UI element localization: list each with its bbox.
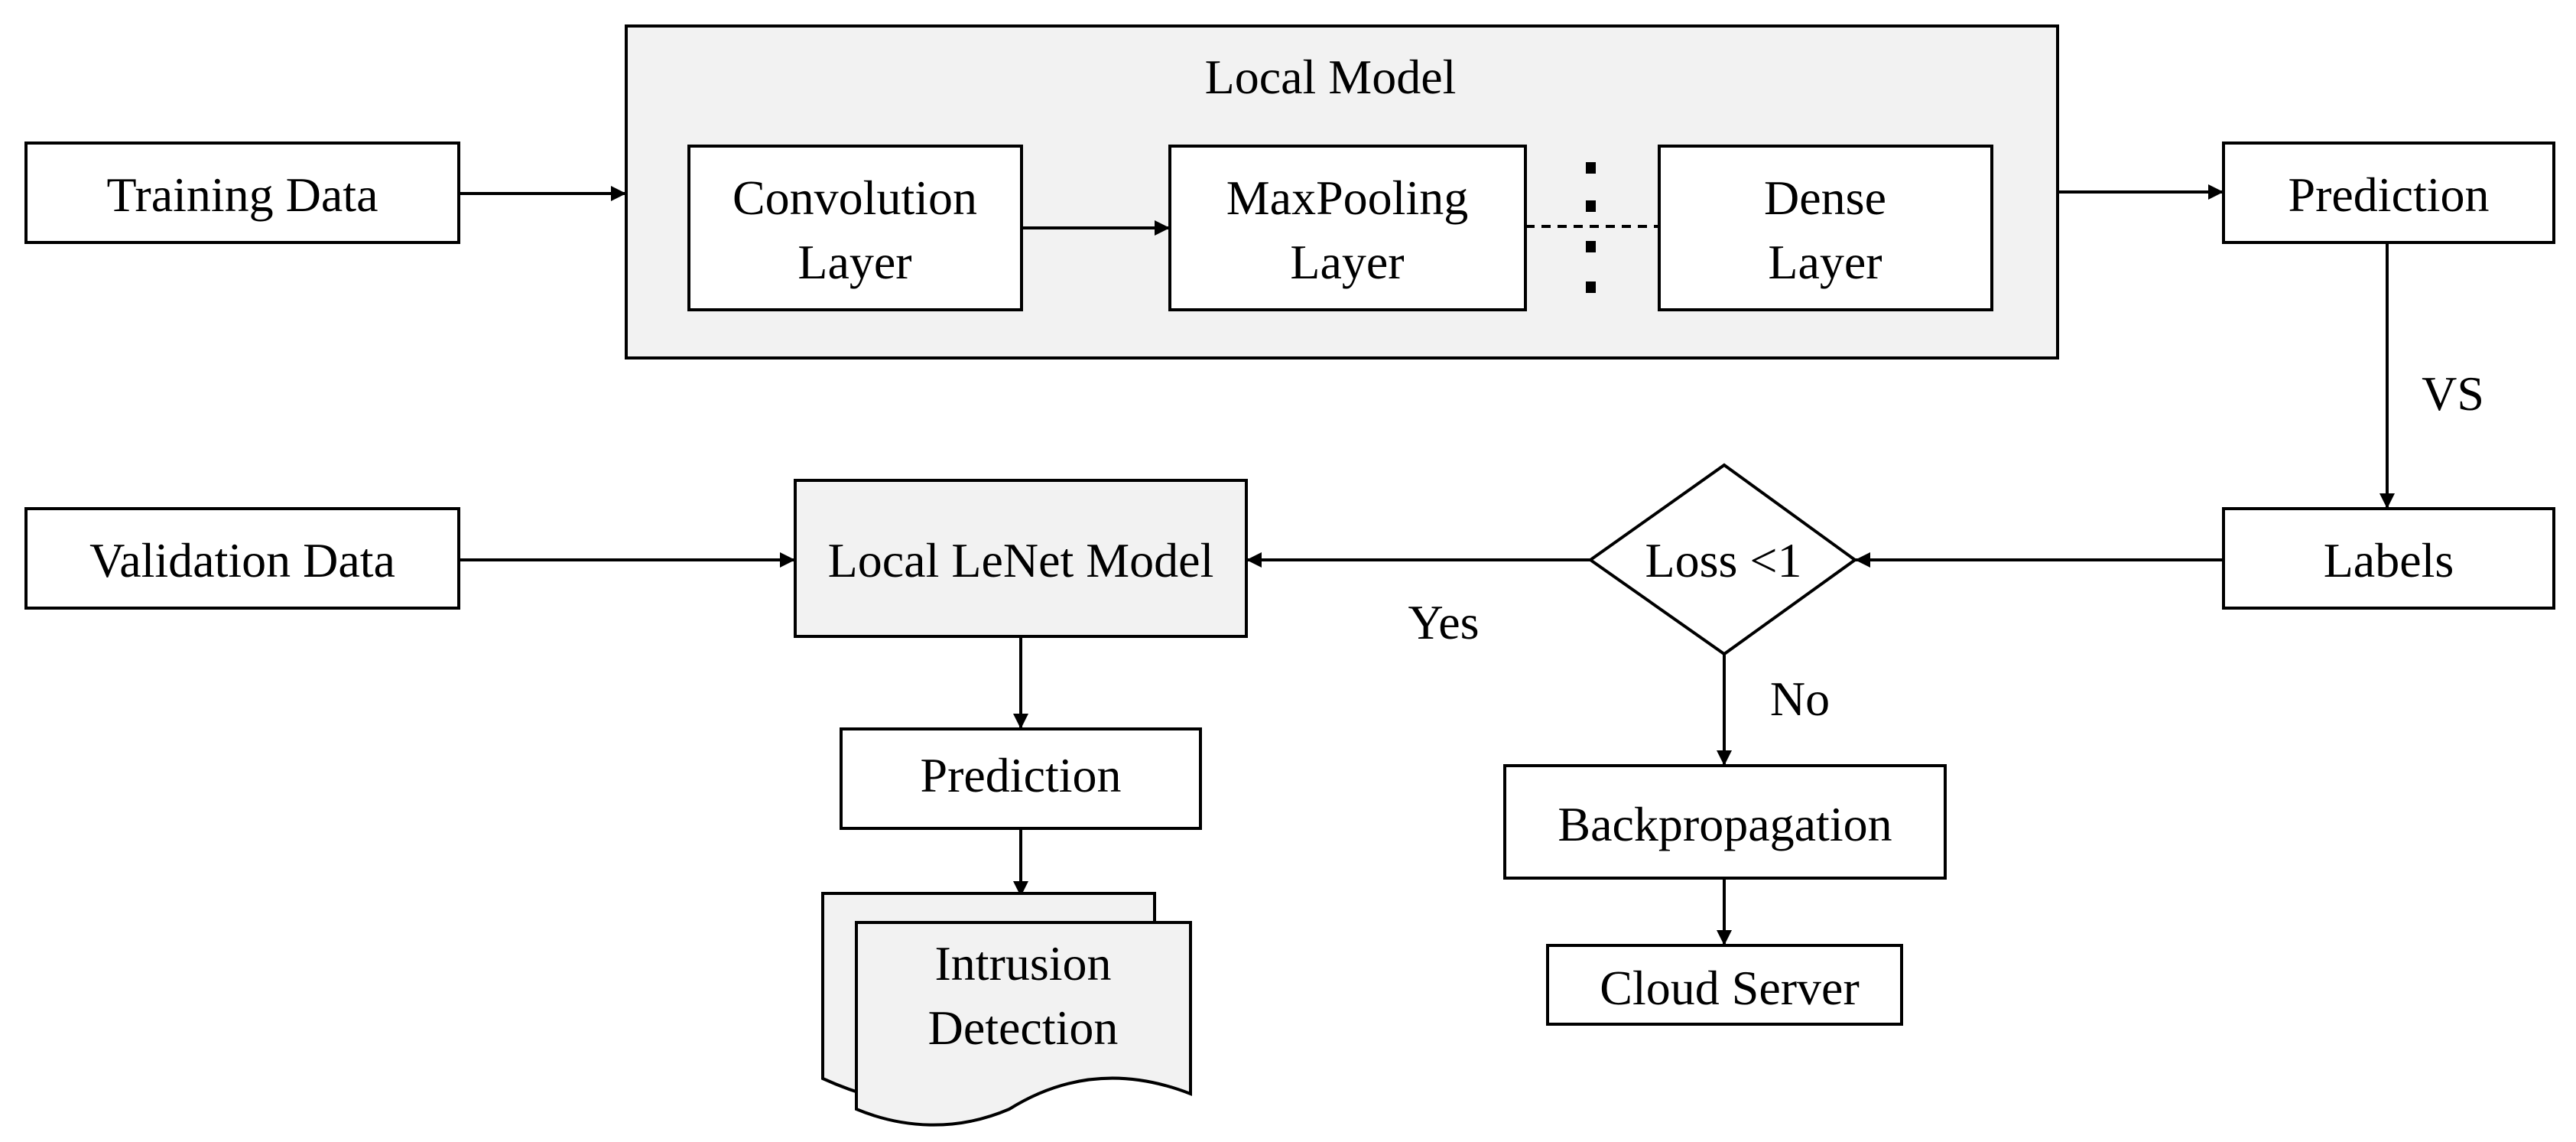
local-model-title: Local Model bbox=[1205, 50, 1457, 104]
intrusion-detection-node: Intrusion Detection bbox=[821, 892, 1192, 1127]
local-lenet-model-label: Local LeNet Model bbox=[828, 533, 1214, 587]
intrusion-detection-line2: Detection bbox=[928, 1000, 1119, 1055]
labels-node bbox=[2222, 507, 2555, 610]
training-data-node bbox=[24, 142, 460, 244]
maxpooling-layer-line2: Layer bbox=[1290, 235, 1404, 289]
convolution-layer-line2: Layer bbox=[797, 235, 911, 289]
loss-decision-label: Loss <1 bbox=[1645, 533, 1802, 587]
intrusion-detection-line1: Intrusion bbox=[934, 936, 1111, 991]
prediction-top-node bbox=[2222, 142, 2555, 244]
dense-layer-line2: Layer bbox=[1768, 235, 1882, 289]
prediction-bottom-label: Prediction bbox=[920, 748, 1121, 802]
local-model-group: Local Model Convolution Layer MaxPooling… bbox=[625, 24, 2059, 360]
maxpooling-layer-line1: MaxPooling bbox=[1226, 171, 1468, 225]
backpropagation-label: Backpropagation bbox=[1558, 797, 1892, 851]
convolution-layer-node bbox=[687, 145, 1023, 311]
intrusion-detection-front-sheet bbox=[855, 921, 1192, 1127]
dense-layer-line1: Dense bbox=[1764, 171, 1886, 225]
cloud-server-node bbox=[1546, 944, 1903, 1026]
dense-layer-node bbox=[1658, 145, 1993, 311]
vs-label: VS bbox=[2422, 366, 2484, 421]
prediction-bottom-node bbox=[840, 727, 1202, 830]
validation-data-node bbox=[24, 507, 460, 610]
yes-label: Yes bbox=[1408, 595, 1479, 649]
training-data-label: Training Data bbox=[107, 168, 378, 222]
cloud-server-label: Cloud Server bbox=[1600, 961, 1860, 1015]
maxpooling-layer-node bbox=[1168, 145, 1527, 311]
labels-label: Labels bbox=[2324, 533, 2454, 587]
backpropagation-node bbox=[1503, 764, 1947, 880]
no-label: No bbox=[1770, 672, 1830, 726]
convolution-layer-line1: Convolution bbox=[733, 171, 977, 225]
local-lenet-model-node bbox=[794, 479, 1248, 638]
prediction-top-label: Prediction bbox=[2288, 168, 2489, 222]
validation-data-label: Validation Data bbox=[89, 533, 395, 587]
ellipsis-dots bbox=[1586, 162, 1596, 293]
